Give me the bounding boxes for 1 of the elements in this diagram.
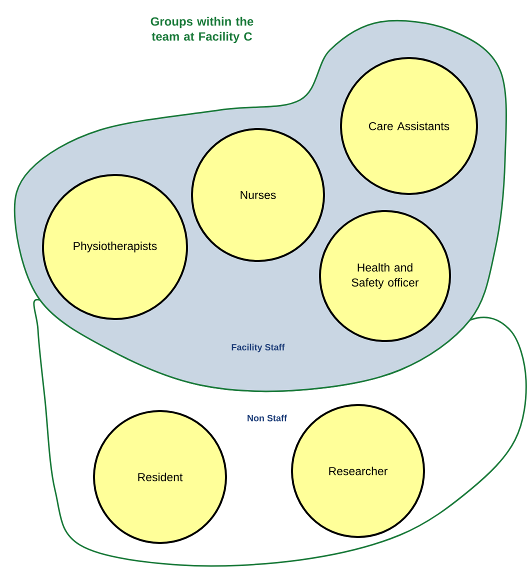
title: Groups within the team at Facility C (150, 16, 254, 44)
